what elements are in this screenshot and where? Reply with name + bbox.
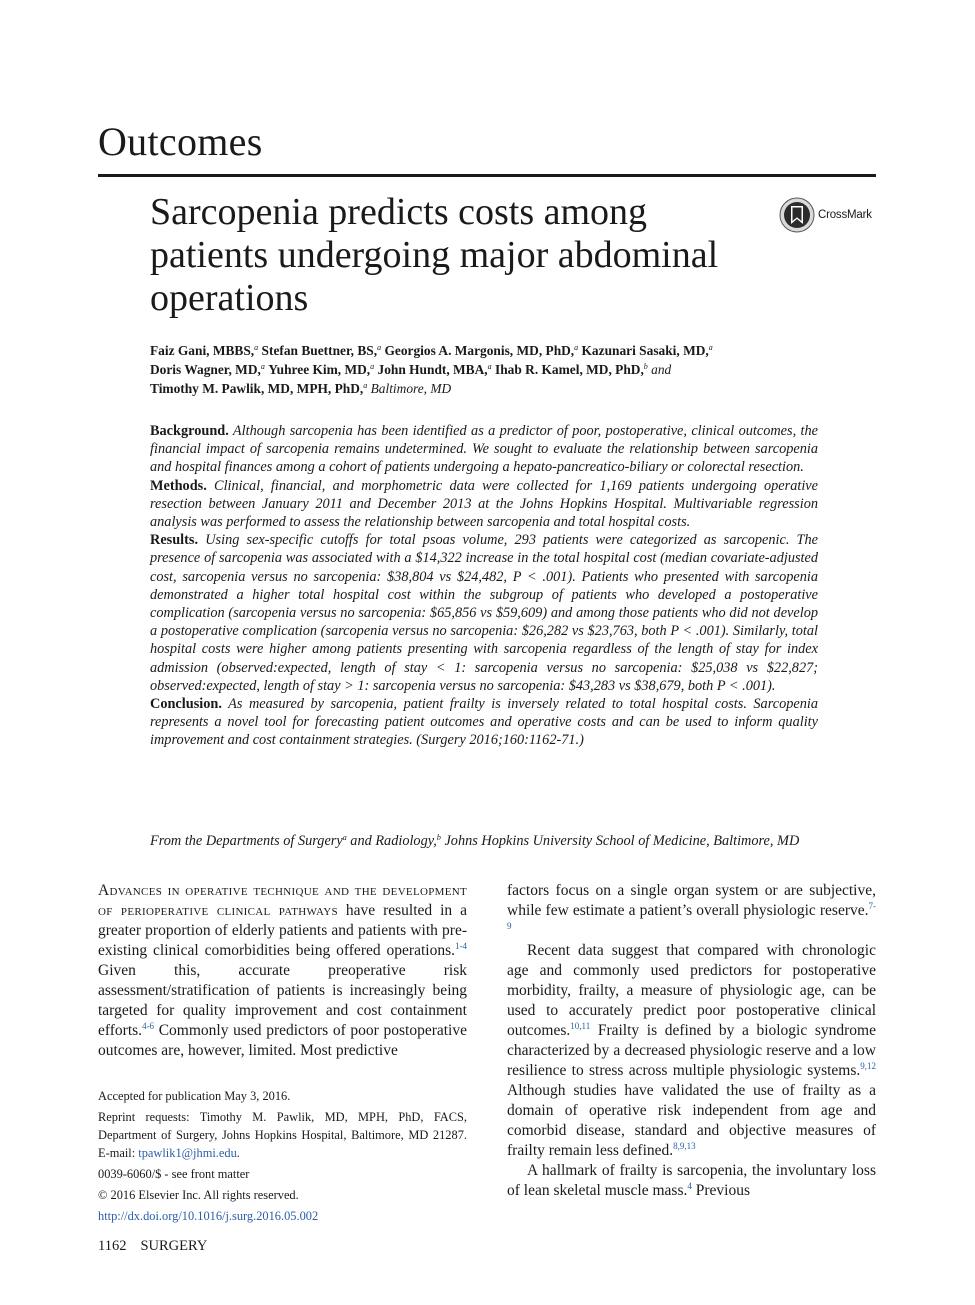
- body-paragraph: Advances in operative technique and the …: [98, 881, 467, 1061]
- abstract-background: Background. Although sarcopenia has been…: [150, 422, 818, 477]
- author-name: Ihab R. Kamel, MD, PhD,: [495, 362, 644, 377]
- citation-link[interactable]: 7-9: [507, 901, 876, 931]
- body-text: Although studies have validated the use …: [507, 1082, 876, 1159]
- section-heading: Outcomes: [98, 119, 263, 164]
- citation-link[interactable]: 1-4: [455, 941, 467, 951]
- affiliation-text: From the Departments of Surgery: [150, 833, 343, 849]
- author-name: Stefan Buettner, BS,: [261, 343, 378, 358]
- abstract-label: Background.: [150, 423, 229, 439]
- page-footer: 1162 SURGERY: [98, 1238, 221, 1255]
- page-number: 1162: [98, 1238, 127, 1254]
- author-name: John Hundt, MBA,: [377, 362, 488, 377]
- crossmark-icon: [779, 197, 815, 233]
- author-affil-mark: a: [574, 343, 579, 352]
- lead-in: Advances in operative technique and the …: [98, 882, 467, 919]
- citation-link[interactable]: 8,9,13: [673, 1141, 696, 1151]
- abstract-text: Using sex-specific cutoffs for total pso…: [150, 532, 819, 694]
- citation-link[interactable]: 10,11: [570, 1021, 591, 1031]
- body-text: Recent data suggest that compared with c…: [507, 942, 876, 1039]
- body-text: Previous: [691, 1182, 750, 1199]
- body-text: factors focus on a single organ system o…: [507, 882, 876, 919]
- affiliation: From the Departments of Surgerya and Rad…: [150, 832, 818, 850]
- abstract-label: Conclusion.: [150, 696, 222, 713]
- email-link[interactable]: tpawlik1@jhmi.edu: [138, 1146, 237, 1160]
- author-affil-mark: b: [643, 362, 648, 371]
- section-rule: [98, 174, 876, 177]
- body-paragraph: factors focus on a single organ system o…: [507, 881, 876, 941]
- author-name: Georgios A. Margonis, MD, PhD,: [384, 343, 575, 358]
- footnotes: Accepted for publication May 3, 2016. Re…: [98, 1087, 467, 1228]
- abstract-label: Methods.: [150, 477, 207, 494]
- author-affil-mark: a: [370, 362, 375, 371]
- abstract-text: As measured by sarcopenia, patient frail…: [150, 696, 818, 749]
- accepted-note: Accepted for publication May 3, 2016.: [98, 1089, 291, 1103]
- body-text: Given this, accurate preoperative risk a…: [98, 962, 467, 1039]
- author-affil-mark: a: [377, 343, 382, 352]
- author-affil-mark: a: [254, 343, 259, 352]
- reprint-end: .: [236, 1146, 240, 1160]
- body-text: Frailty is defined by a biologic syndrom…: [507, 1022, 876, 1079]
- abstract: Background. Although sarcopenia has been…: [150, 422, 818, 750]
- body-paragraph: Recent data suggest that compared with c…: [507, 941, 876, 1161]
- crossmark-badge[interactable]: CrossMark: [779, 197, 872, 233]
- author-conjunction: and: [651, 362, 672, 377]
- citation-link[interactable]: 4: [687, 1181, 692, 1191]
- author-name: Doris Wagner, MD,: [150, 362, 261, 377]
- author-affil-mark: a: [260, 362, 265, 371]
- author-name: Faiz Gani, MBBS,: [150, 343, 255, 358]
- body-column-right: factors focus on a single organ system o…: [507, 881, 876, 1201]
- copyright-note: © 2016 Elsevier Inc. All rights reserved…: [98, 1188, 299, 1202]
- affiliation-text: Johns Hopkins University School of Medic…: [440, 833, 800, 849]
- author-list: Faiz Gani, MBBS,a Stefan Buettner, BS,a …: [150, 341, 830, 398]
- author-affil-mark: a: [708, 343, 713, 352]
- abstract-text: Clinical, financial, and morphometric da…: [150, 477, 818, 531]
- body-paragraph: A hallmark of frailty is sarcopenia, the…: [507, 1161, 876, 1201]
- reprint-note: Reprint requests: Timothy M. Pawlik, MD,…: [98, 1108, 467, 1162]
- author-row-2: Doris Wagner, MD,a Yuhree Kim, MD,a John…: [150, 360, 830, 379]
- citation-link[interactable]: 9,12: [860, 1061, 876, 1071]
- abstract-conclusion: Conclusion. As measured by sarcopenia, p…: [150, 695, 818, 750]
- author-location: Baltimore, MD: [370, 381, 452, 396]
- author-affil-mark: a: [487, 362, 492, 371]
- author-affil-mark: a: [363, 381, 368, 390]
- author-row-3: Timothy M. Pawlik, MD, MPH, PhD,a Baltim…: [150, 379, 830, 398]
- crossmark-label: CrossMark: [818, 209, 872, 221]
- body-text: Commonly used predictors of poor postope…: [98, 1022, 467, 1059]
- body-text: A hallmark of frailty is sarcopenia, the…: [507, 1162, 876, 1199]
- citation-link[interactable]: 4-6: [142, 1021, 155, 1031]
- author-name: Timothy M. Pawlik, MD, MPH, PhD,: [150, 381, 364, 396]
- journal-name: SURGERY: [140, 1238, 208, 1254]
- article-title: Sarcopenia predicts costs among patients…: [150, 191, 719, 319]
- abstract-results: Results. Using sex-specific cutoffs for …: [150, 531, 818, 695]
- body-text: have resulted in a greater proportion of…: [98, 902, 468, 959]
- author-name: Yuhree Kim, MD,: [268, 362, 371, 377]
- abstract-label: Results.: [150, 532, 199, 549]
- abstract-text: Although sarcopenia has been identified …: [150, 423, 818, 476]
- reprint-text: Reprint requests: Timothy M. Pawlik, MD,…: [98, 1110, 467, 1160]
- issn-note: 0039-6060/$ - see front matter: [98, 1167, 250, 1181]
- affiliation-text: and Radiology,: [346, 833, 437, 849]
- abstract-methods: Methods. Clinical, financial, and morpho…: [150, 477, 818, 532]
- affiliation-mark: b: [436, 833, 441, 842]
- body-column-left: Advances in operative technique and the …: [98, 881, 467, 1061]
- doi-link[interactable]: http://dx.doi.org/10.1016/j.surg.2016.05…: [98, 1209, 319, 1223]
- author-name: Kazunari Sasaki, MD,: [581, 343, 709, 358]
- affiliation-mark: a: [342, 833, 347, 842]
- author-row-1: Faiz Gani, MBBS,a Stefan Buettner, BS,a …: [150, 341, 830, 360]
